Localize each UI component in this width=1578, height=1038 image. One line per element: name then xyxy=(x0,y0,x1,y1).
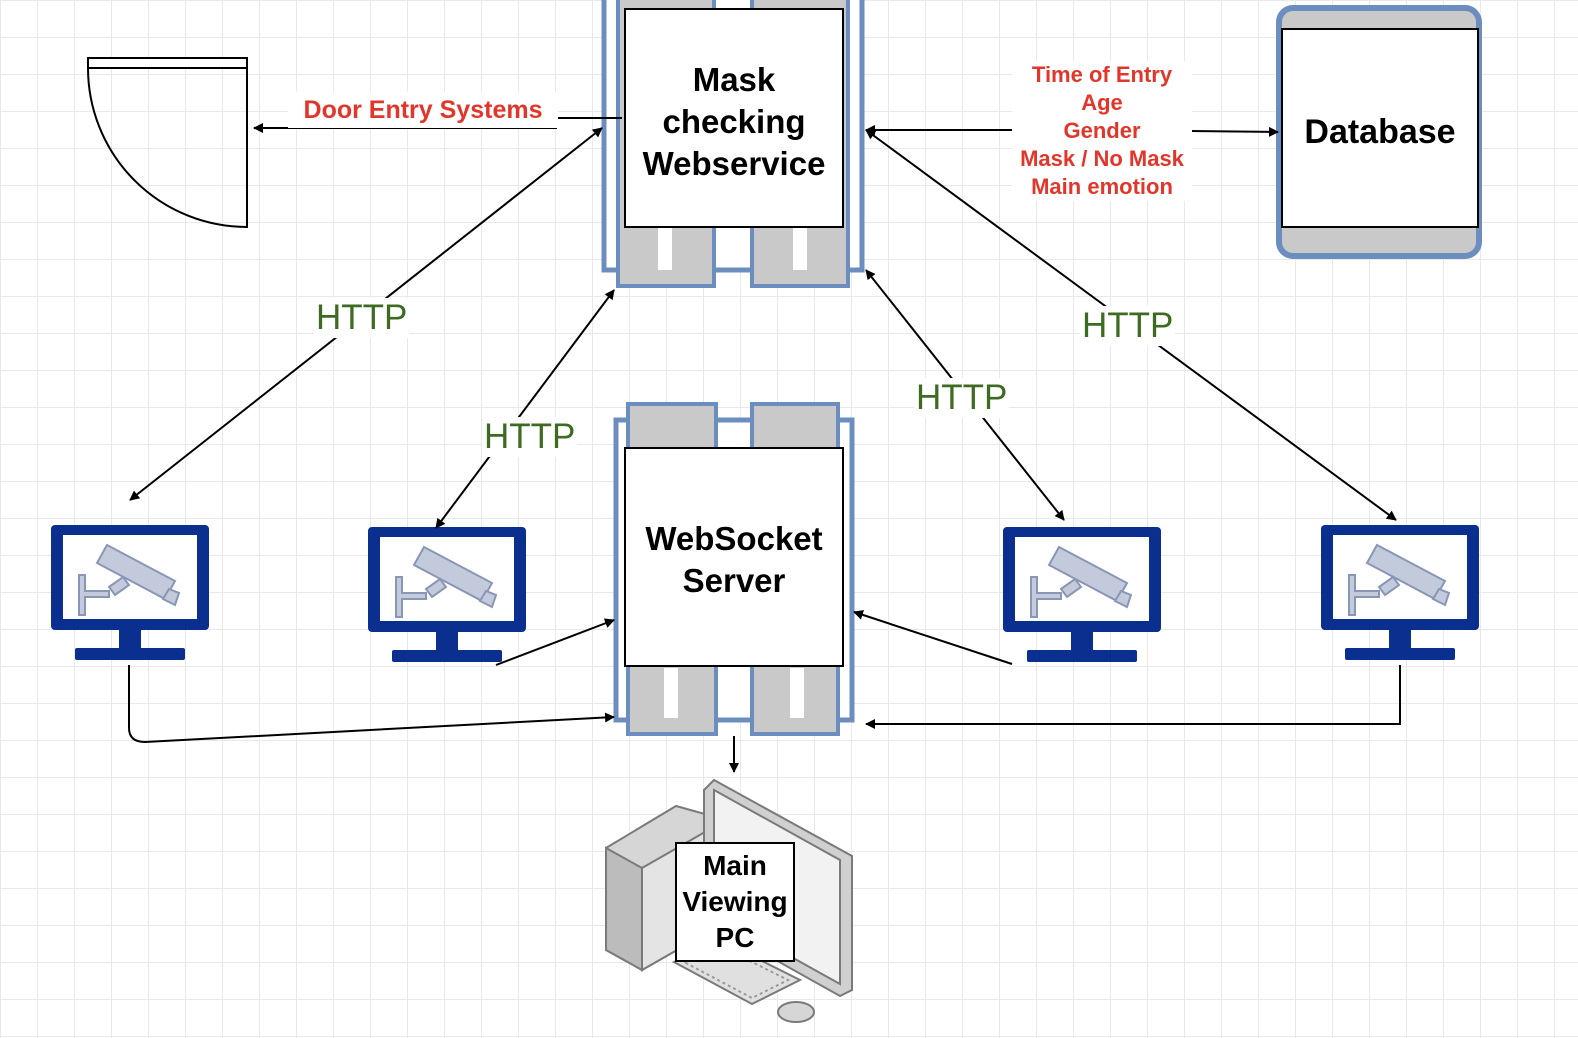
http-label: HTTP xyxy=(1080,306,1176,346)
desktop-pc-icon xyxy=(605,778,853,1023)
cctv-monitor-icon xyxy=(50,524,210,661)
door-entry-label: Door Entry Systems xyxy=(288,92,558,128)
server-rack-icon xyxy=(613,402,855,736)
mask-service-label: Mask checking Webservice xyxy=(642,61,826,182)
db-fields-label: Time of Entry Age Gender Mask / No Mask … xyxy=(1012,61,1192,201)
door-icon xyxy=(87,57,248,229)
database-label: Database xyxy=(1304,112,1456,151)
server-rack-icon xyxy=(601,0,865,288)
db-field: Main emotion xyxy=(1031,174,1173,199)
db-field: Mask / No Mask xyxy=(1020,146,1184,171)
db-field: Time of Entry xyxy=(1031,62,1173,87)
websocket-server-label: WebSocket Server xyxy=(645,520,823,599)
cctv-monitor-icon xyxy=(1320,524,1480,661)
main-pc-label: Main Viewing PC xyxy=(682,850,788,953)
http-label: HTTP xyxy=(482,417,578,457)
db-field: Gender xyxy=(1063,118,1141,143)
http-label: HTTP xyxy=(914,378,1010,418)
http-label: HTTP xyxy=(314,298,410,338)
cctv-monitor-icon xyxy=(1002,526,1162,663)
db-field: Age xyxy=(1081,90,1123,115)
cctv-monitor-icon xyxy=(367,526,527,663)
